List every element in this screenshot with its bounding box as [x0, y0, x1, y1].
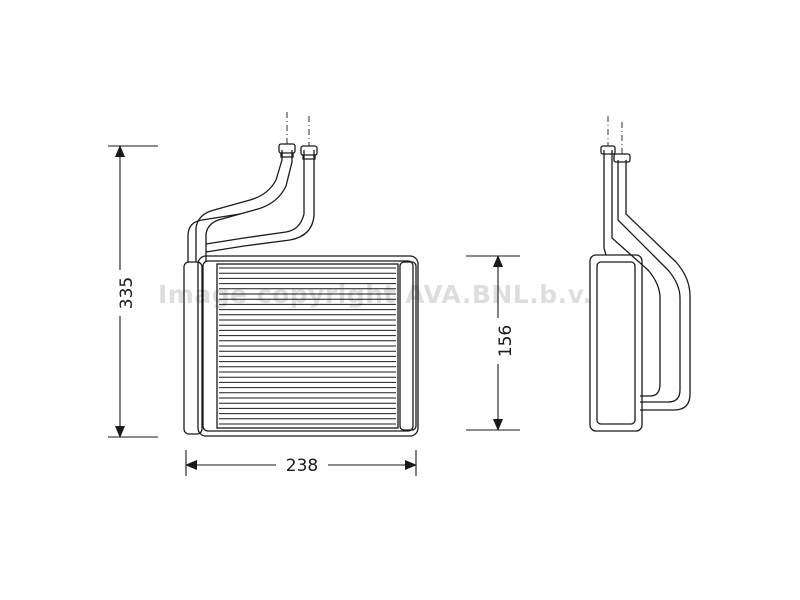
width-label: 238 — [286, 456, 318, 476]
side-pipe-inner-edge — [625, 160, 691, 411]
side-pipe-outer-edge — [611, 150, 661, 397]
height-label-bg — [108, 270, 132, 316]
core-fins — [216, 263, 399, 429]
right-end-tank — [399, 261, 417, 431]
copyright-watermark: Image copyright AVA.BNL.b.v. — [158, 280, 592, 309]
height-label: 335 — [117, 277, 137, 309]
front-view — [183, 112, 419, 437]
side-pipe-outer — [603, 150, 607, 256]
pipe-fitting-collar-1 — [280, 153, 294, 158]
left-end-tank — [183, 261, 203, 435]
core-frame — [197, 255, 419, 437]
inlet-pipe-outer — [195, 150, 283, 262]
inlet-pipe-inner-edge — [205, 150, 315, 253]
width-label-bg — [276, 454, 328, 476]
side-pipe — [187, 213, 241, 262]
inlet-pipe-outer-edge — [205, 150, 293, 262]
pipe-fitting-collar-2 — [302, 155, 316, 160]
side-core-inner — [596, 261, 636, 425]
side-fitting-1 — [600, 145, 616, 155]
depth-label-bg — [486, 318, 510, 364]
inlet-pipe-inner — [205, 150, 305, 245]
side-core-body — [589, 254, 643, 432]
depth-label: 156 — [496, 325, 516, 357]
side-fitting-2 — [613, 153, 631, 163]
core-tube-lines — [219, 267, 396, 425]
core-frame-inner — [202, 260, 414, 432]
side-view — [589, 116, 691, 432]
side-pipe-inner — [617, 160, 681, 403]
